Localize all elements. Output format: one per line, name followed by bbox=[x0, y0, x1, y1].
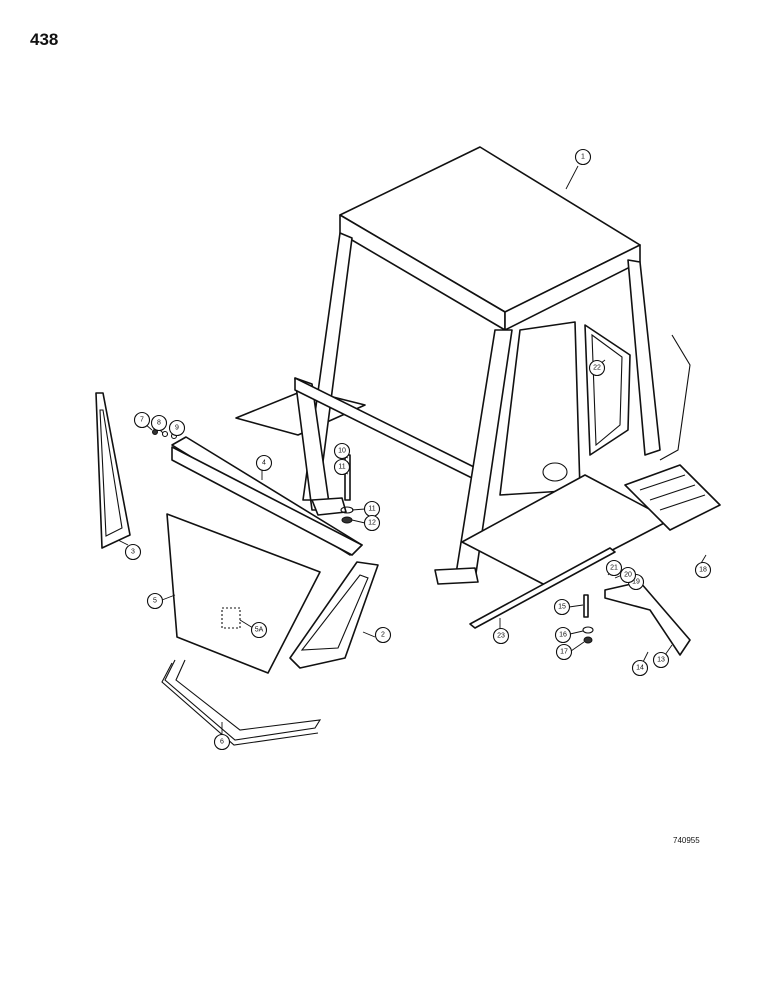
cab-side-window-frame bbox=[584, 324, 631, 456]
callout-9: 9 bbox=[168, 419, 186, 437]
cab-side-window-glass bbox=[591, 333, 623, 447]
svg-text:1: 1 bbox=[581, 154, 585, 161]
part-8-washer bbox=[161, 430, 169, 438]
callout-5: 5 bbox=[146, 592, 164, 610]
svg-text:11: 11 bbox=[338, 464, 345, 471]
svg-text:13: 13 bbox=[657, 657, 665, 664]
cab-left-foot bbox=[311, 497, 347, 516]
callout-23: 23 bbox=[492, 627, 510, 645]
callout-7: 7 bbox=[133, 411, 151, 429]
callout-6: 6 bbox=[213, 733, 231, 751]
callout-14: 14 bbox=[631, 659, 649, 677]
callout-10: 10 bbox=[333, 442, 351, 460]
callout-17: 17 bbox=[555, 643, 573, 661]
callout-3: 3 bbox=[124, 543, 142, 561]
part-5A-label-outline bbox=[221, 607, 241, 629]
part-16-washer bbox=[582, 626, 594, 634]
part-17-nut bbox=[583, 636, 593, 644]
svg-text:20: 20 bbox=[624, 572, 632, 579]
part-15-bolt bbox=[583, 594, 589, 618]
callout-2: 2 bbox=[374, 626, 392, 644]
part-6-seal bbox=[164, 659, 322, 741]
svg-text:10: 10 bbox=[338, 448, 346, 455]
svg-text:3: 3 bbox=[131, 549, 135, 556]
page-number: 438 bbox=[30, 30, 59, 49]
callout-21: 21 bbox=[605, 559, 623, 577]
svg-text:8: 8 bbox=[157, 420, 161, 427]
part-3-glass bbox=[99, 409, 123, 537]
callout-1: 1 bbox=[574, 148, 592, 166]
svg-text:15: 15 bbox=[558, 604, 566, 611]
svg-text:2: 2 bbox=[381, 632, 385, 639]
part-4-panel-face bbox=[171, 446, 363, 556]
cab-right-foot bbox=[434, 567, 479, 585]
svg-text:16: 16 bbox=[559, 632, 567, 639]
cab-handrail bbox=[659, 334, 691, 461]
step-tread-2 bbox=[649, 484, 696, 501]
part-2-glass bbox=[300, 574, 369, 651]
svg-text:6: 6 bbox=[220, 739, 224, 746]
svg-text:12: 12 bbox=[368, 520, 376, 527]
svg-text:5A: 5A bbox=[255, 627, 264, 634]
callout-11-upper: 11 bbox=[333, 458, 351, 476]
callout-22: 22 bbox=[588, 359, 606, 377]
part-12-nut bbox=[341, 516, 353, 524]
svg-text:5: 5 bbox=[153, 598, 157, 605]
callout-20: 20 bbox=[619, 566, 637, 584]
part-5-panel bbox=[166, 513, 321, 674]
callout-12: 12 bbox=[363, 514, 381, 532]
callout-13: 13 bbox=[652, 651, 670, 669]
callout-5A: 5A bbox=[250, 621, 268, 639]
svg-text:4: 4 bbox=[262, 460, 266, 467]
svg-text:19: 19 bbox=[632, 579, 640, 586]
part-2-window-frame bbox=[289, 561, 379, 669]
cab-assembly bbox=[235, 146, 721, 586]
callout-4: 4 bbox=[255, 454, 273, 472]
svg-text:11: 11 bbox=[368, 506, 375, 513]
part-23-strip bbox=[469, 547, 616, 629]
cab-right-rear-pillar bbox=[627, 259, 661, 456]
cab-roof bbox=[339, 146, 641, 313]
part-13-handle bbox=[604, 581, 691, 656]
svg-text:18: 18 bbox=[699, 567, 707, 574]
callout-8: 8 bbox=[150, 414, 168, 432]
step-tread-3 bbox=[659, 494, 706, 511]
svg-text:22: 22 bbox=[593, 365, 601, 372]
door-window-latch bbox=[542, 462, 568, 482]
callout-11-lower: 11 bbox=[363, 500, 381, 518]
part-6-seal-outer bbox=[161, 662, 319, 746]
cab-door bbox=[499, 321, 581, 496]
svg-text:21: 21 bbox=[610, 565, 618, 572]
step-tread-1 bbox=[639, 474, 686, 491]
svg-text:17: 17 bbox=[560, 649, 568, 656]
svg-text:9: 9 bbox=[175, 425, 179, 432]
drawing-code: 740955 bbox=[673, 836, 700, 845]
svg-text:23: 23 bbox=[497, 633, 505, 640]
cab-step bbox=[624, 464, 721, 531]
callout-18: 18 bbox=[694, 561, 712, 579]
callout-15: 15 bbox=[553, 598, 571, 616]
svg-text:7: 7 bbox=[140, 417, 144, 424]
callout-16: 16 bbox=[554, 626, 572, 644]
svg-text:14: 14 bbox=[636, 665, 644, 672]
